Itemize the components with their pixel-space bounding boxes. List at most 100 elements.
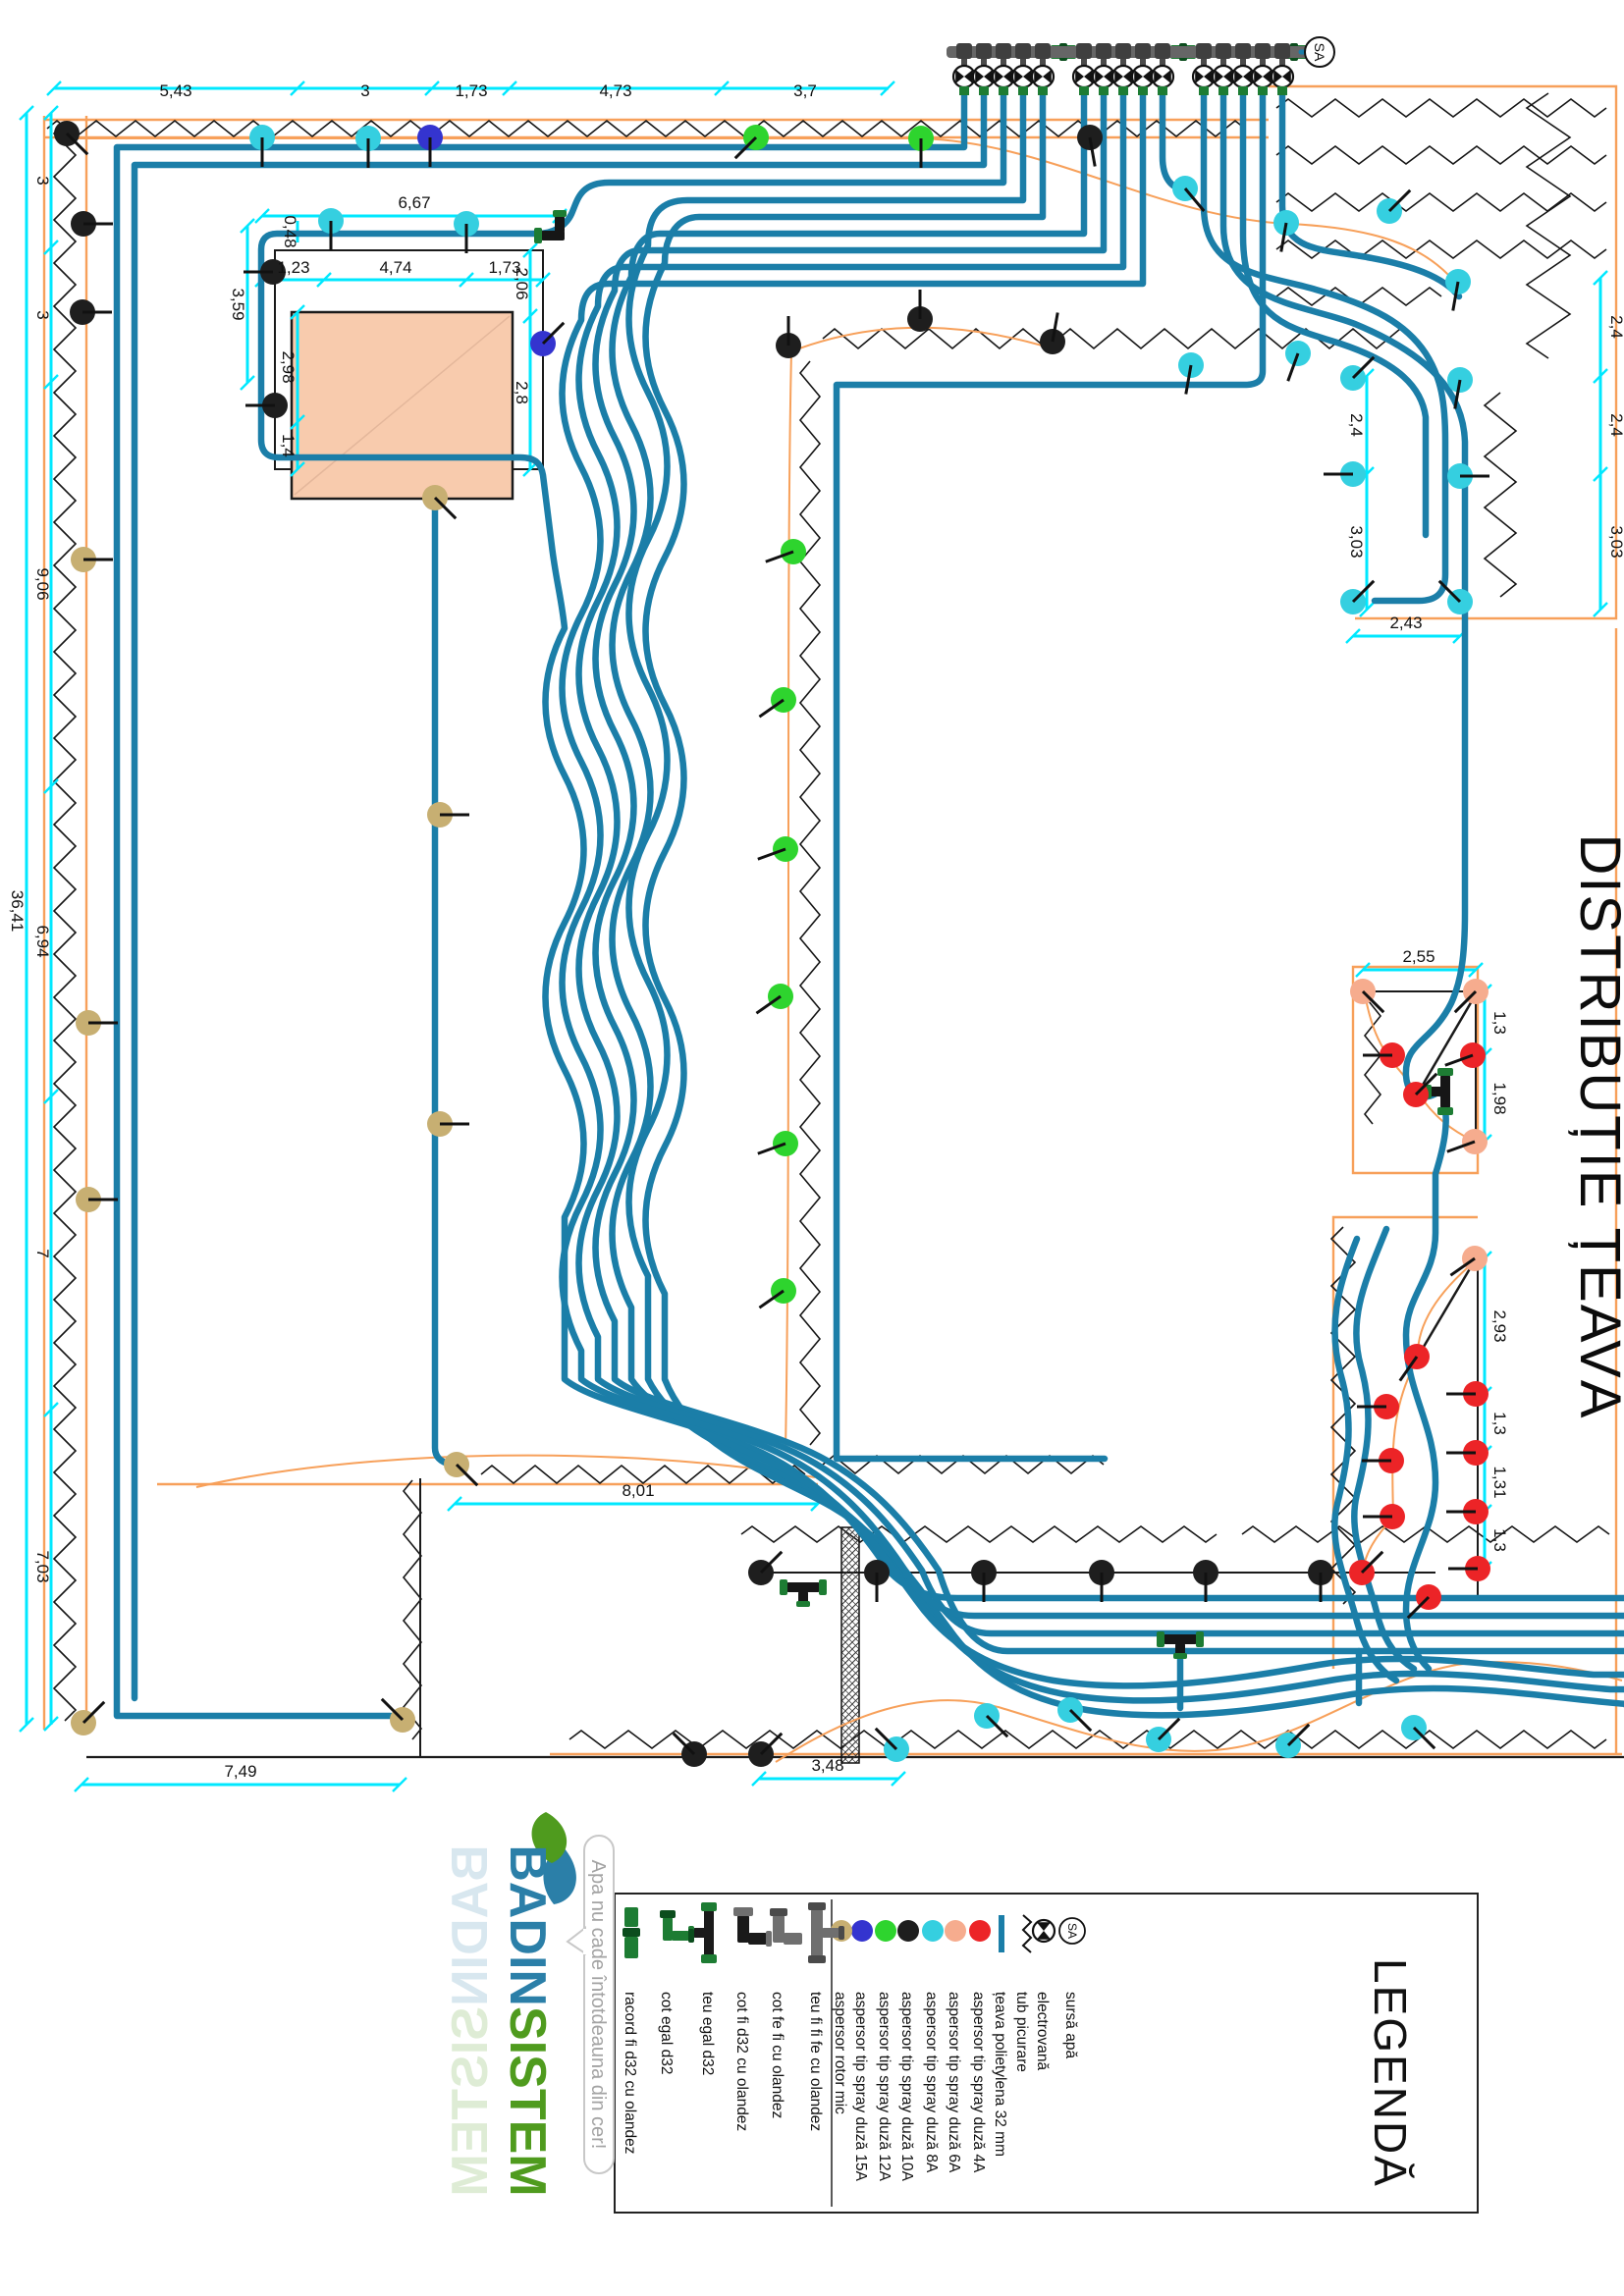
dim-tick <box>290 304 305 320</box>
dim-tick <box>714 80 730 96</box>
legend-item: aspersor tip spray duză 6A <box>945 1920 966 2173</box>
dimension-label: 1,23 <box>277 258 309 277</box>
sprinkler-spray-8A <box>1401 1715 1436 1750</box>
dim-tick <box>43 778 59 794</box>
sprinkler-spray-4A <box>1398 1344 1430 1382</box>
sprinkler-spray-10A <box>907 290 933 332</box>
dim-tick <box>43 240 59 255</box>
dim-tick <box>1355 962 1371 978</box>
dimension-label: 2,93 <box>1490 1309 1509 1342</box>
sprinkler-spray-10A <box>1089 1560 1114 1602</box>
legend-item-label: aspersor tip spray duză 4A <box>970 1992 987 2173</box>
dim-tick <box>502 80 517 96</box>
sprinkler-spray-12A <box>757 836 798 862</box>
dimension-label: 2,06 <box>513 267 531 299</box>
electrovalve <box>951 43 977 95</box>
legend-item-label: tub picurare <box>1013 1992 1030 2072</box>
dim-tick <box>891 1771 906 1787</box>
legend-item-label: cot fi d32 cu olandez <box>733 1992 750 2131</box>
dim-tick <box>1345 628 1361 644</box>
sprinkler-spray-10A <box>971 1560 997 1602</box>
dim-tick <box>240 218 255 234</box>
dimension-lines <box>19 80 1608 1792</box>
sprinkler-spray-8A <box>1447 463 1489 489</box>
legend-item-label: aspersor tip spray duză 10A <box>898 1992 915 2182</box>
svg-text:BADIN: BADIN <box>442 1844 499 2006</box>
electrovalve <box>1071 43 1097 95</box>
sprinkler-spray-8A <box>318 208 344 250</box>
legend-item: aspersor tip spray duză 12A <box>875 1920 896 2182</box>
legend-item: electrovană <box>1031 1918 1056 2071</box>
sprinkler-spray-4A <box>1446 1381 1489 1407</box>
sprinkler-rotor-mic <box>422 485 458 520</box>
sprinkler-spray-12A <box>757 1131 798 1156</box>
sprinkler-spray-8A <box>1437 579 1473 614</box>
dim-tick <box>535 272 551 288</box>
sprinkler-spray-8A <box>1172 176 1206 212</box>
sprinkler-spray-10A <box>748 1550 784 1585</box>
building <box>290 310 514 501</box>
sprinkler-spray-8A <box>355 126 381 168</box>
pipe-pe32 <box>592 90 1624 1655</box>
legend-item: cot fe fi cu olandez <box>769 1908 802 2118</box>
legend-item-label: țeava polietylena 32 mm <box>992 1992 1008 2157</box>
legend-item: cot egal d32 <box>658 1910 694 2074</box>
sprinkler-spray-8A <box>1146 1717 1181 1752</box>
pipe-network <box>113 90 1624 1720</box>
pipe-pe32 <box>642 90 1624 1719</box>
dim-tick <box>290 414 305 430</box>
dimension-label: 1,73 <box>455 81 487 100</box>
legend-item-label: racord fi d32 cu olandez <box>622 1992 638 2154</box>
electrovalve <box>1230 43 1256 95</box>
sprinkler-spray-8A <box>1447 367 1473 409</box>
legend-item-label: aspersor tip spray duză 8A <box>923 1992 940 2173</box>
dim-tick <box>290 80 305 96</box>
electrovalve <box>1130 43 1156 95</box>
sprinkler-rotor-mic <box>427 1111 469 1137</box>
pipe-pe32 <box>131 90 988 1702</box>
dim-tick <box>1593 270 1608 286</box>
dim-tick <box>43 1402 59 1417</box>
drawing-title: DISTRIBUȚIE ȚEAVĂ <box>1568 834 1624 1420</box>
sprinkler-rotor-mic <box>380 1697 415 1733</box>
dim-tick <box>522 308 538 324</box>
dimension-label: 1,4 <box>279 434 298 457</box>
dimension-label: 0,48 <box>281 215 299 247</box>
sprinkler-icon <box>945 1920 966 1942</box>
dimension-label: 7,49 <box>224 1762 256 1781</box>
sprinkler-spray-4A <box>1357 1394 1399 1419</box>
dimension-label: 4,73 <box>599 81 631 100</box>
legend-item-label: teu fi fi fe cu olandez <box>807 1992 824 2131</box>
dim-tick <box>43 105 59 121</box>
sprinkler-spray-4A <box>1362 1448 1404 1473</box>
dimension-label: 2,98 <box>279 350 298 383</box>
sprinkler-spray-10A <box>864 1560 890 1602</box>
elbow-fitting <box>534 210 567 243</box>
sprinkler-spray-8A <box>1285 341 1311 382</box>
dimension-label: 3,48 <box>811 1756 843 1775</box>
pipe-pe32 <box>609 90 1624 1689</box>
sprinkler-spray-8A <box>1377 188 1412 224</box>
dimension-label: 3,03 <box>1607 525 1624 558</box>
sprinkler-spray-12A <box>908 126 934 168</box>
dimension-label: 1,3 <box>1490 1412 1509 1435</box>
pipe-pe32 <box>113 90 968 1720</box>
sprinkler-spray-6A <box>1453 979 1489 1014</box>
sprinkler-spray-10A <box>672 1732 707 1767</box>
sprinkler-spray-12A <box>758 687 796 719</box>
site-structures <box>86 249 1624 1764</box>
pipe-pe32 <box>257 90 1624 1602</box>
dimension-label: 3 <box>33 310 52 319</box>
tee-fitting <box>1157 1631 1204 1659</box>
sprinkler-rotor-mic <box>444 1452 479 1487</box>
electrovalve <box>971 43 997 95</box>
sprinkler-icon <box>922 1920 944 1942</box>
logo-text-blue: BADIN <box>499 1844 556 2006</box>
sprinkler-spray-8A <box>1340 579 1376 614</box>
sprinkler-spray-8A <box>1445 269 1471 311</box>
sprinkler-spray-8A <box>1057 1697 1093 1733</box>
dim-tick <box>880 80 895 96</box>
